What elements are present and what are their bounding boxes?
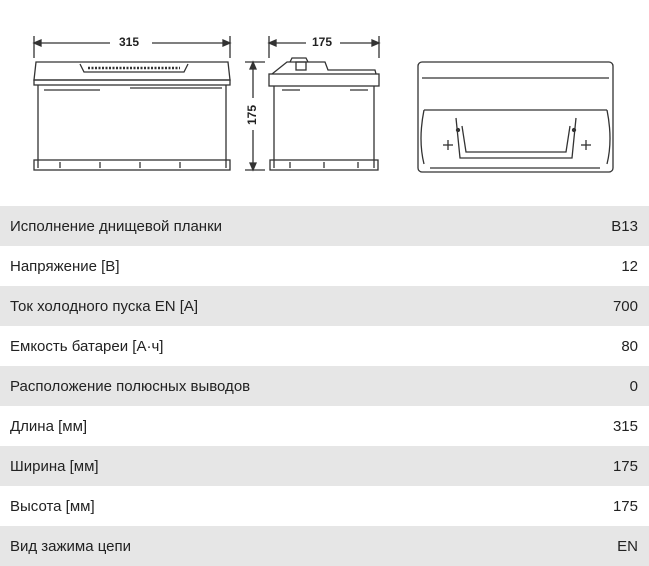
spec-row-voltage: Напряжение [В] 12: [0, 246, 649, 286]
spec-value: 12: [621, 257, 638, 275]
spec-label: Ширина [мм]: [10, 457, 99, 475]
side-width-dimension: [267, 36, 381, 58]
spec-value: B13: [611, 217, 638, 235]
spec-row-clamp-type: Вид зажима цепи EN: [0, 526, 649, 566]
spec-value: 700: [612, 297, 638, 315]
spec-row-height: Высота [мм] 175: [0, 486, 649, 526]
spec-label: Исполнение днищевой планки: [10, 217, 223, 235]
spec-value: 0: [629, 377, 638, 395]
spec-value: EN: [617, 537, 638, 555]
spec-row-bottom-plate: Исполнение днищевой планки B13: [0, 206, 649, 246]
spec-label: Расположение полюсных выводов: [10, 377, 251, 395]
battery-drawing-svg: [32, 36, 614, 173]
side-width-label: 175: [312, 35, 333, 49]
spec-label: Напряжение [В]: [10, 257, 120, 275]
spec-label: Емкость батареи [A·ч]: [10, 337, 164, 355]
spec-row-width: Ширина [мм] 175: [0, 446, 649, 486]
front-length-dimension: [32, 36, 232, 58]
battery-technical-drawings: 315 175 175: [0, 0, 649, 206]
spec-value: 175: [612, 497, 638, 515]
spec-value: 175: [612, 457, 638, 475]
battery-front-view: [33, 61, 231, 171]
spec-label: Вид зажима цепи: [10, 537, 132, 555]
spec-value: 315: [612, 417, 638, 435]
spec-row-cold-cranking: Ток холодного пуска EN [A] 700: [0, 286, 649, 326]
side-height-dimension: [245, 60, 265, 172]
spec-row-length: Длина [мм] 315: [0, 406, 649, 446]
spec-label: Ток холодного пуска EN [A]: [10, 297, 199, 315]
spec-row-terminal-layout: Расположение полюсных выводов 0: [0, 366, 649, 406]
battery-side-view: [268, 57, 380, 171]
spec-value: 80: [621, 337, 638, 355]
spec-table: Исполнение днищевой планки B13 Напряжени…: [0, 206, 649, 566]
side-height-label: 175: [245, 104, 260, 126]
spec-label: Длина [мм]: [10, 417, 88, 435]
battery-top-view: [417, 61, 614, 173]
front-length-label: 315: [119, 35, 140, 49]
spec-row-capacity: Емкость батареи [A·ч] 80: [0, 326, 649, 366]
spec-label: Высота [мм]: [10, 497, 95, 515]
